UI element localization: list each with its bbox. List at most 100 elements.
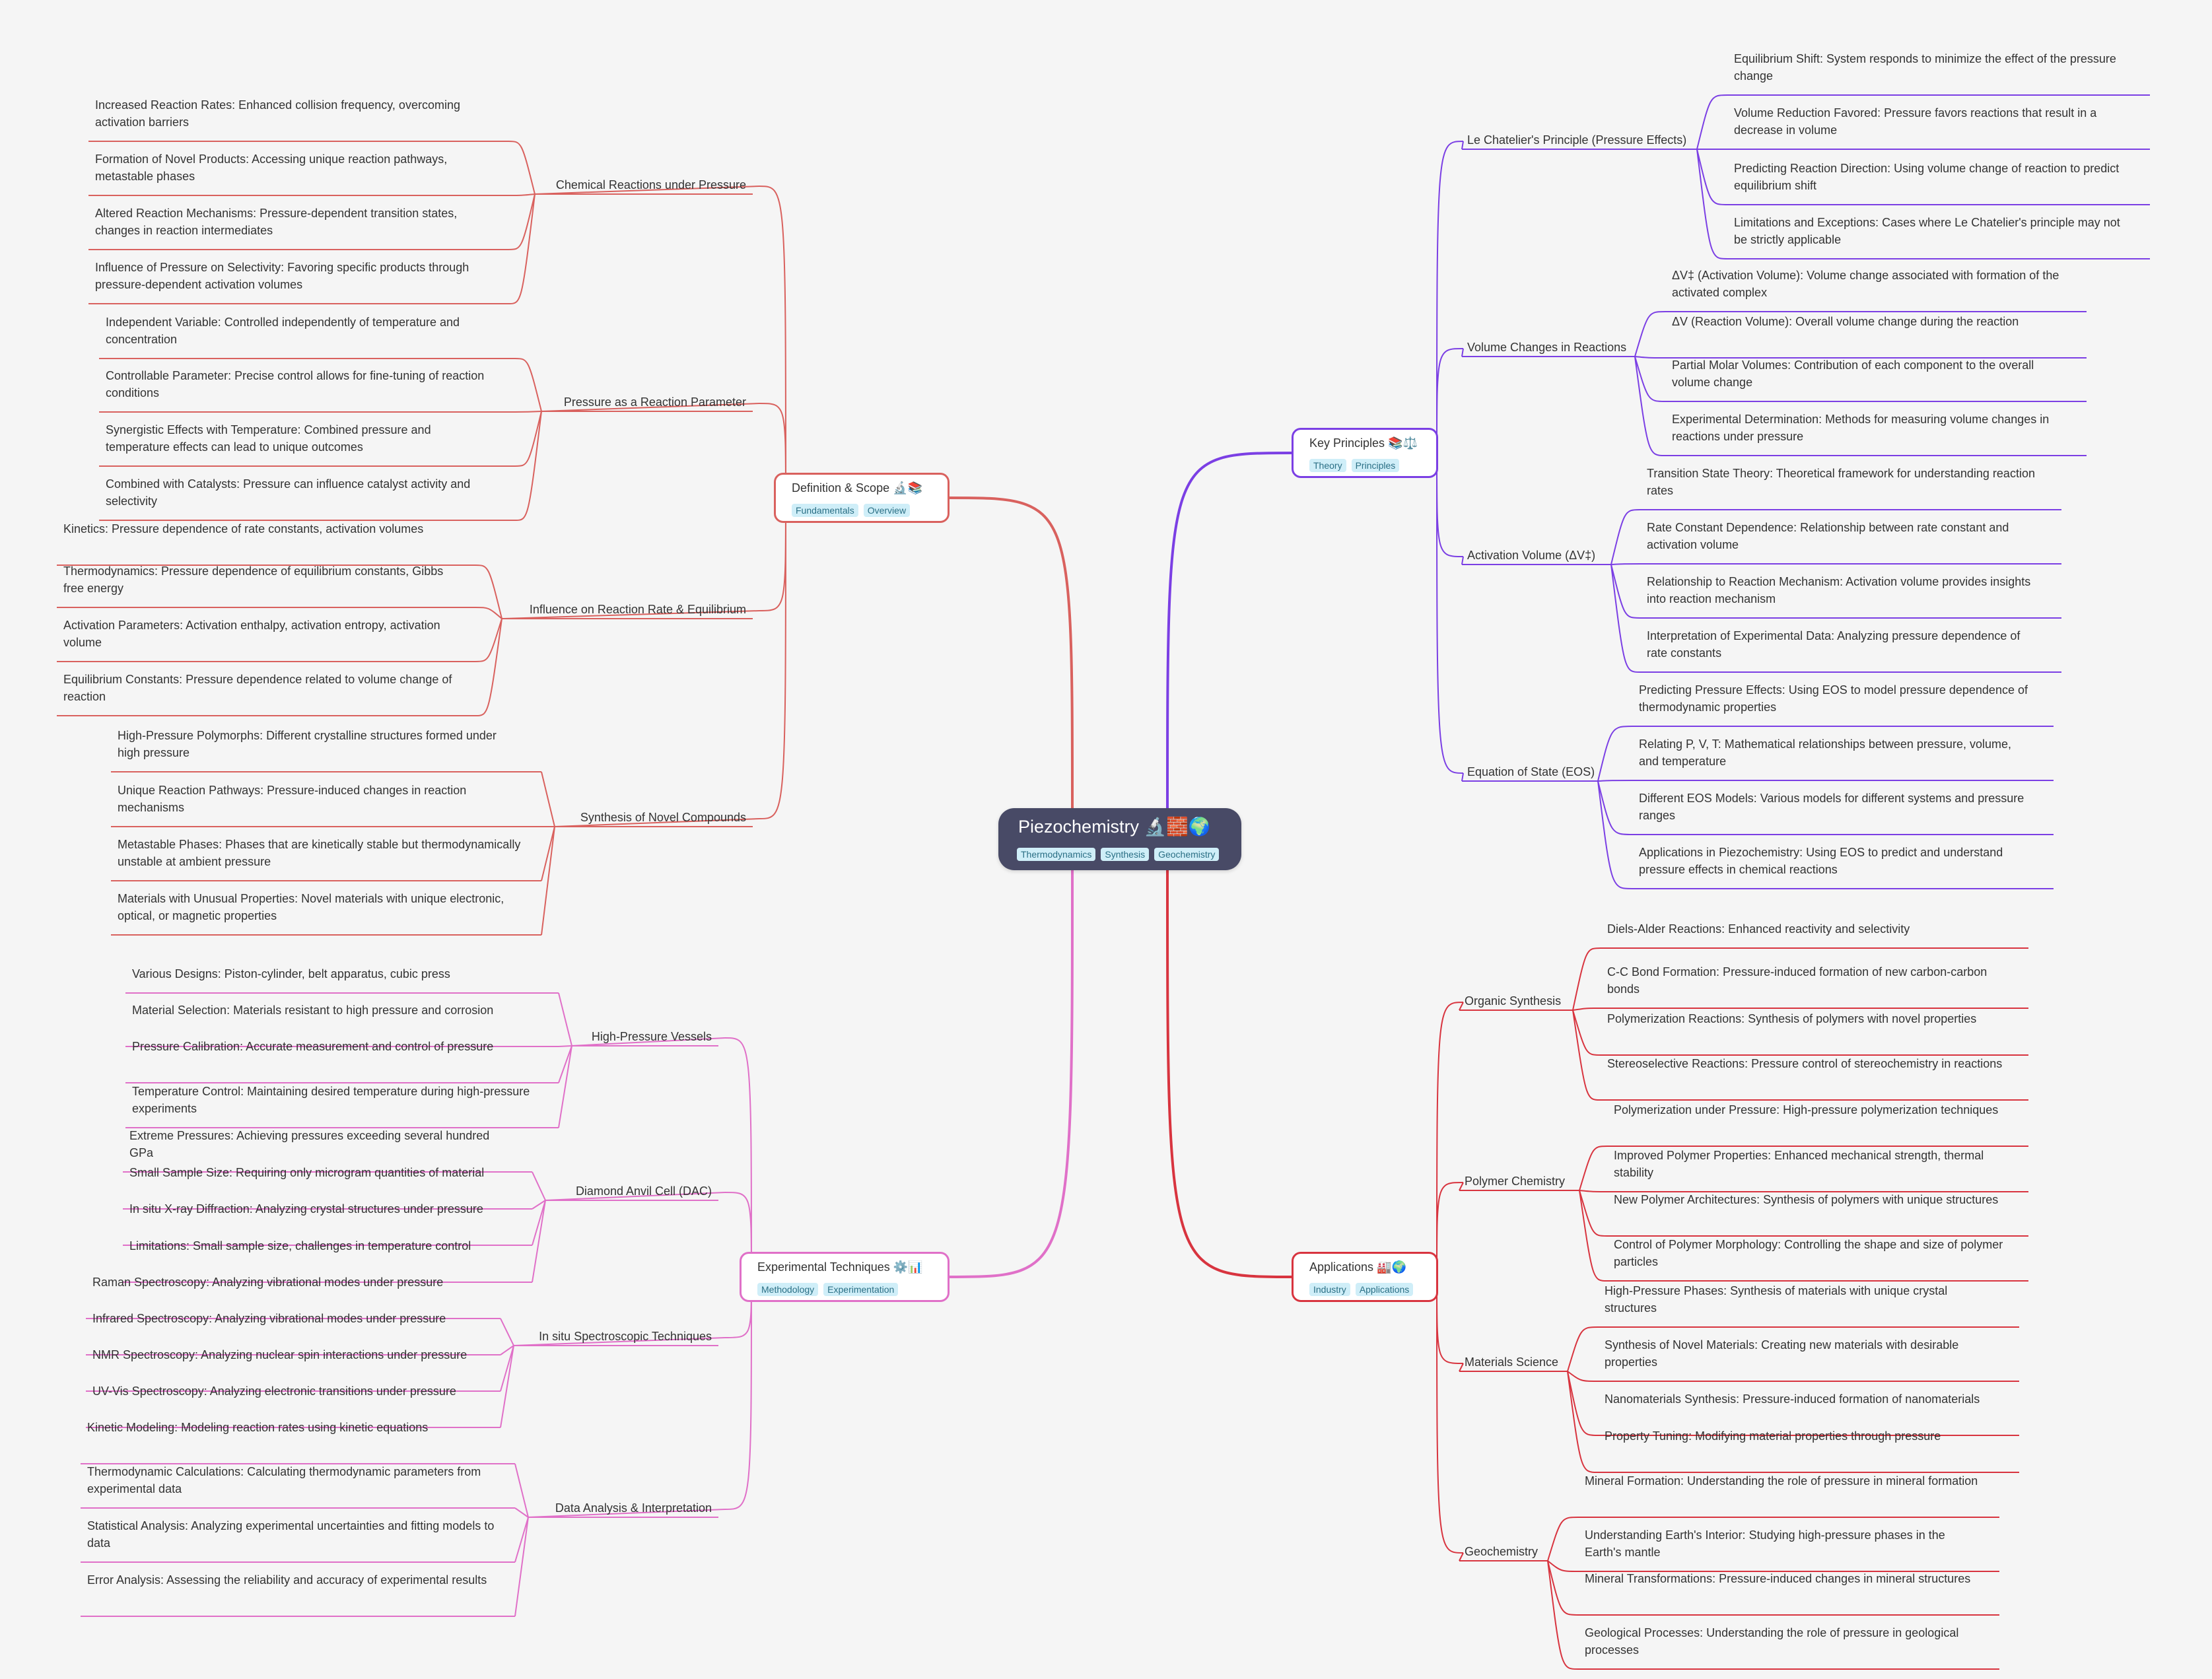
branch-connector-definition bbox=[949, 497, 1074, 811]
sub-node-geochemistry[interactable]: Geochemistry bbox=[1465, 1545, 1538, 1558]
leaf-node[interactable]: Synthesis of Novel Materials: Creating n… bbox=[1605, 1338, 1959, 1369]
leaf-node[interactable]: Limitations: Small sample size, challeng… bbox=[129, 1239, 471, 1252]
leaf-node[interactable]: Property Tuning: Modifying material prop… bbox=[1605, 1429, 1941, 1443]
leaf-node[interactable]: Synergistic Effects with Temperature: Co… bbox=[106, 423, 431, 454]
leaf-node[interactable]: Material Selection: Materials resistant … bbox=[132, 1004, 494, 1017]
leaf-node[interactable]: Applications in Piezochemistry: Using EO… bbox=[1639, 846, 2003, 876]
sub-node-diamond-anvil-cell-dac[interactable]: Diamond Anvil Cell (DAC) bbox=[575, 1184, 712, 1198]
leaf-node[interactable]: Predicting Reaction Direction: Using vol… bbox=[1734, 162, 2120, 192]
leaf-node[interactable]: Thermodynamics: Pressure dependence of e… bbox=[63, 565, 444, 595]
leaf-node[interactable]: Kinetic Modeling: Modeling reaction rate… bbox=[87, 1421, 429, 1434]
leaf-node[interactable]: UV-Vis Spectroscopy: Analyzing electroni… bbox=[92, 1385, 456, 1398]
leaf-node[interactable]: NMR Spectroscopy: Analyzing nuclear spin… bbox=[92, 1348, 467, 1361]
leaf-node[interactable]: New Polymer Architectures: Synthesis of … bbox=[1614, 1193, 1999, 1206]
leaf-node[interactable]: Improved Polymer Properties: Enhanced me… bbox=[1614, 1149, 1984, 1179]
leaf-node[interactable]: Statistical Analysis: Analyzing experime… bbox=[87, 1519, 495, 1550]
sub-connector bbox=[1436, 452, 1464, 774]
sub-node-influence-on-reaction-rate-equilibrium[interactable]: Influence on Reaction Rate & Equilibrium bbox=[529, 603, 746, 616]
sub-node-organic-synthesis[interactable]: Organic Synthesis bbox=[1465, 994, 1562, 1008]
leaf-node[interactable]: ΔV‡ (Activation Volume): Volume change a… bbox=[1672, 269, 2059, 299]
leaf-connector bbox=[514, 411, 542, 413]
leaf-node[interactable]: Relating P, V, T: Mathematical relations… bbox=[1639, 737, 2011, 768]
leaf-node[interactable]: High-Pressure Polymorphs: Different crys… bbox=[118, 729, 497, 759]
leaf-node[interactable]: Temperature Control: Maintaining desired… bbox=[132, 1085, 530, 1115]
leaf-node[interactable]: Materials with Unusual Properties: Novel… bbox=[118, 892, 504, 922]
leaf-node[interactable]: Increased Reaction Rates: Enhanced colli… bbox=[95, 98, 460, 129]
root-node[interactable]: Piezochemistry 🔬🧱🌍 Thermodynamics Synthe… bbox=[998, 808, 1241, 870]
leaf-node[interactable]: Extreme Pressures: Achieving pressures e… bbox=[129, 1129, 490, 1159]
leaf-node[interactable]: Controllable Parameter: Precise control … bbox=[106, 369, 485, 399]
leaf-node[interactable]: Experimental Determination: Methods for … bbox=[1672, 413, 2050, 443]
sub-node-synthesis-of-novel-compounds[interactable]: Synthesis of Novel Compounds bbox=[580, 811, 746, 824]
leaf-node[interactable]: Influence of Pressure on Selectivity: Fa… bbox=[95, 261, 469, 291]
leaf-node[interactable]: Polymerization Reactions: Synthesis of p… bbox=[1607, 1012, 1977, 1025]
sub-node-in-situ-spectroscopic-techniques[interactable]: In situ Spectroscopic Techniques bbox=[539, 1330, 712, 1343]
leaf-node[interactable]: High-Pressure Phases: Synthesis of mater… bbox=[1605, 1284, 1948, 1315]
leaf-node[interactable]: Relationship to Reaction Mechanism: Acti… bbox=[1647, 575, 2031, 605]
leaf-connector bbox=[558, 992, 572, 1046]
leaf-node[interactable]: ΔV (Reaction Volume): Overall volume cha… bbox=[1672, 315, 2019, 328]
leaf-node[interactable]: Unique Reaction Pathways: Pressure-induc… bbox=[118, 784, 467, 814]
sub-node-chemical-reactions-under-pressure[interactable]: Chemical Reactions under Pressure bbox=[555, 178, 746, 191]
leaf-node[interactable]: Formation of Novel Products: Accessing u… bbox=[95, 153, 448, 183]
leaf-node[interactable]: Altered Reaction Mechanisms: Pressure-de… bbox=[95, 207, 458, 237]
leaf-node[interactable]: Different EOS Models: Various models for… bbox=[1639, 792, 2024, 822]
leaf-node[interactable]: Geological Processes: Understanding the … bbox=[1585, 1626, 1959, 1657]
leaf-node[interactable]: Error Analysis: Assessing the reliabilit… bbox=[87, 1573, 487, 1587]
leaf-node[interactable]: Mineral Formation: Understanding the rol… bbox=[1585, 1474, 1978, 1488]
leaf-node[interactable]: Kinetics: Pressure dependence of rate co… bbox=[63, 522, 424, 535]
leaf-connector bbox=[1634, 356, 1666, 359]
leaf-node[interactable]: Small Sample Size: Requiring only microg… bbox=[129, 1166, 485, 1179]
sub-node-volume-changes-in-reactions[interactable]: Volume Changes in Reactions bbox=[1467, 341, 1627, 354]
branch-connector-applications bbox=[1166, 867, 1292, 1278]
leaf-node[interactable]: Volume Reduction Favored: Pressure favor… bbox=[1734, 106, 2097, 137]
leaf-node[interactable]: Understanding Earth's Interior: Studying… bbox=[1585, 1528, 1945, 1559]
sub-node-pressure-as-a-reaction-parameter[interactable]: Pressure as a Reaction Parameter bbox=[563, 395, 746, 409]
leaf-node[interactable]: Metastable Phases: Phases that are kinet… bbox=[118, 838, 521, 868]
leaf-node[interactable]: Control of Polymer Morphology: Controlli… bbox=[1614, 1238, 2003, 1268]
leaf-node[interactable]: Mineral Transformations: Pressure-induce… bbox=[1585, 1572, 1971, 1585]
leaf-node[interactable]: Equilibrium Constants: Pressure dependen… bbox=[63, 673, 452, 703]
leaf-node[interactable]: Infrared Spectroscopy: Analyzing vibrati… bbox=[92, 1312, 446, 1325]
leaf-node[interactable]: Various Designs: Piston-cylinder, belt a… bbox=[132, 967, 450, 980]
leaf-node[interactable]: Stereoselective Reactions: Pressure cont… bbox=[1607, 1057, 2003, 1070]
leaf-connector bbox=[1567, 1371, 1599, 1382]
leaf-node[interactable]: Partial Molar Volumes: Contribution of e… bbox=[1672, 359, 2034, 389]
sub-node-data-analysis-interpretation[interactable]: Data Analysis & Interpretation bbox=[555, 1501, 712, 1515]
branch-connector-principles bbox=[1166, 452, 1292, 811]
leaf-node[interactable]: Activation Parameters: Activation enthal… bbox=[63, 619, 440, 649]
sub-node-equation-of-state-eos[interactable]: Equation of State (EOS) bbox=[1467, 765, 1595, 778]
leaf-node[interactable]: Diels-Alder Reactions: Enhanced reactivi… bbox=[1607, 922, 1910, 936]
leaf-node[interactable]: Equilibrium Shift: System responds to mi… bbox=[1734, 52, 2116, 83]
leaf-node[interactable]: Independent Variable: Controlled indepen… bbox=[106, 316, 460, 346]
sub-node-high-pressure-vessels[interactable]: High-Pressure Vessels bbox=[591, 1030, 712, 1043]
leaf-node[interactable]: Predicting Pressure Effects: Using EOS t… bbox=[1639, 683, 2028, 714]
leaf-node[interactable]: Transition State Theory: Theoretical fra… bbox=[1647, 467, 2035, 497]
leaf-node[interactable]: Pressure Calibration: Accurate measureme… bbox=[132, 1040, 494, 1053]
leaf-connector bbox=[475, 607, 502, 619]
sub-underline bbox=[1459, 1002, 1464, 1011]
leaf-node[interactable]: Polymerization under Pressure: High-pres… bbox=[1614, 1103, 1999, 1116]
branch-tag: Experimentation bbox=[823, 1283, 899, 1296]
sub-node-le-chatelier-s-principle-pressure-effects[interactable]: Le Chatelier's Principle (Pressure Effec… bbox=[1467, 133, 1687, 147]
leaf-node[interactable]: Interpretation of Experimental Data: Ana… bbox=[1647, 629, 2021, 660]
leaf-node[interactable]: Rate Constant Dependence: Relationship b… bbox=[1647, 521, 2009, 551]
leaf-connector bbox=[1547, 1560, 1579, 1572]
sub-connector bbox=[724, 1037, 752, 1278]
sub-node-polymer-chemistry[interactable]: Polymer Chemistry bbox=[1465, 1175, 1566, 1188]
leaf-node[interactable]: C-C Bond Formation: Pressure-induced for… bbox=[1607, 965, 1987, 996]
leaf-node[interactable]: Nanomaterials Synthesis: Pressure-induce… bbox=[1605, 1392, 1980, 1406]
leaf-node[interactable]: In situ X-ray Diffraction: Analyzing cry… bbox=[129, 1202, 483, 1216]
sub-node-materials-science[interactable]: Materials Science bbox=[1465, 1355, 1559, 1369]
leaf-node[interactable]: Raman Spectroscopy: Analyzing vibrationa… bbox=[92, 1276, 444, 1289]
leaf-node[interactable]: Limitations and Exceptions: Cases where … bbox=[1734, 216, 2120, 246]
sub-node-activation-volume-v[interactable]: Activation Volume (ΔV‡) bbox=[1467, 549, 1596, 562]
leaf-node[interactable]: Thermodynamic Calculations: Calculating … bbox=[87, 1465, 481, 1495]
leaf-node[interactable]: Combined with Catalysts: Pressure can in… bbox=[106, 477, 471, 508]
sub-underline bbox=[554, 818, 760, 827]
